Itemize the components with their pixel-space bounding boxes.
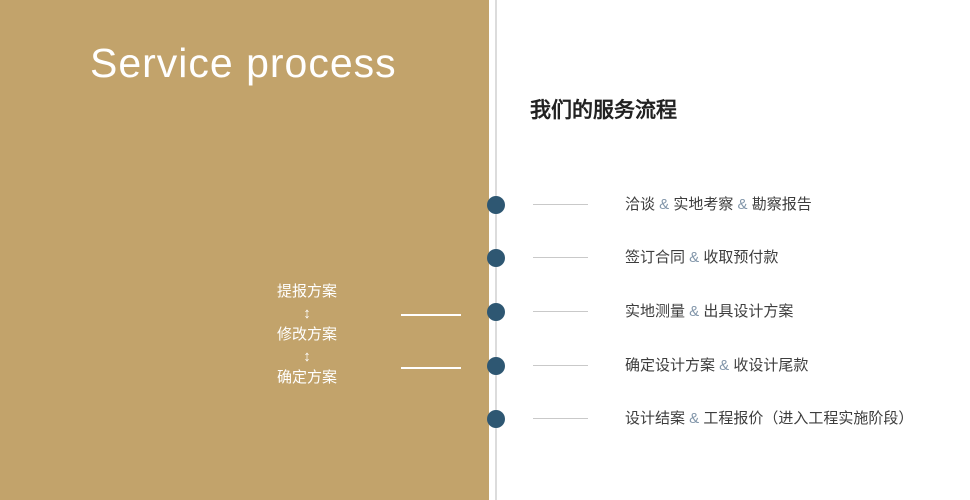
ampersand-separator: &	[689, 249, 700, 266]
step-text: 设计结案 & 工程报价（进入工程实施阶段）	[625, 410, 914, 427]
timeline-dot	[487, 249, 505, 267]
step-tick-line	[533, 311, 588, 312]
step-text: 签订合同 & 收取预付款	[625, 249, 779, 266]
flow-label-revise: 修改方案	[276, 326, 337, 343]
step-tick-line	[533, 257, 588, 258]
timeline-dot	[487, 196, 505, 214]
step-tick-line	[533, 418, 588, 419]
ampersand-separator: &	[689, 410, 700, 427]
connector-line	[401, 367, 461, 369]
ampersand-separator: &	[719, 357, 730, 374]
timeline-dot	[487, 410, 505, 428]
flow-label-submit: 提报方案	[276, 283, 337, 300]
step-text: 洽谈 & 实地考察 & 勘察报告	[625, 196, 812, 213]
ampersand-separator: &	[737, 196, 748, 213]
step-tick-line	[533, 204, 588, 205]
left-gold-panel: Service process 提报方案 ↕ 修改方案 ↕ 确定方案	[0, 0, 489, 500]
section-heading: 我们的服务流程	[530, 99, 677, 122]
flow-label-confirm: 确定方案	[276, 369, 337, 386]
updown-arrow-icon: ↕	[303, 348, 311, 365]
timeline-dot	[487, 357, 505, 375]
updown-arrow-icon: ↕	[303, 305, 311, 322]
step-tick-line	[533, 365, 588, 366]
step-text: 实地测量 & 出具设计方案	[625, 303, 794, 320]
ampersand-separator: &	[689, 303, 700, 320]
step-text: 确定设计方案 & 收设计尾款	[625, 357, 809, 374]
timeline-dot	[487, 303, 505, 321]
ampersand-separator: &	[659, 196, 670, 213]
plan-revision-flow: 提报方案 ↕ 修改方案 ↕ 确定方案	[252, 282, 362, 388]
connector-line	[401, 314, 461, 316]
page-title: Service process	[90, 40, 397, 86]
